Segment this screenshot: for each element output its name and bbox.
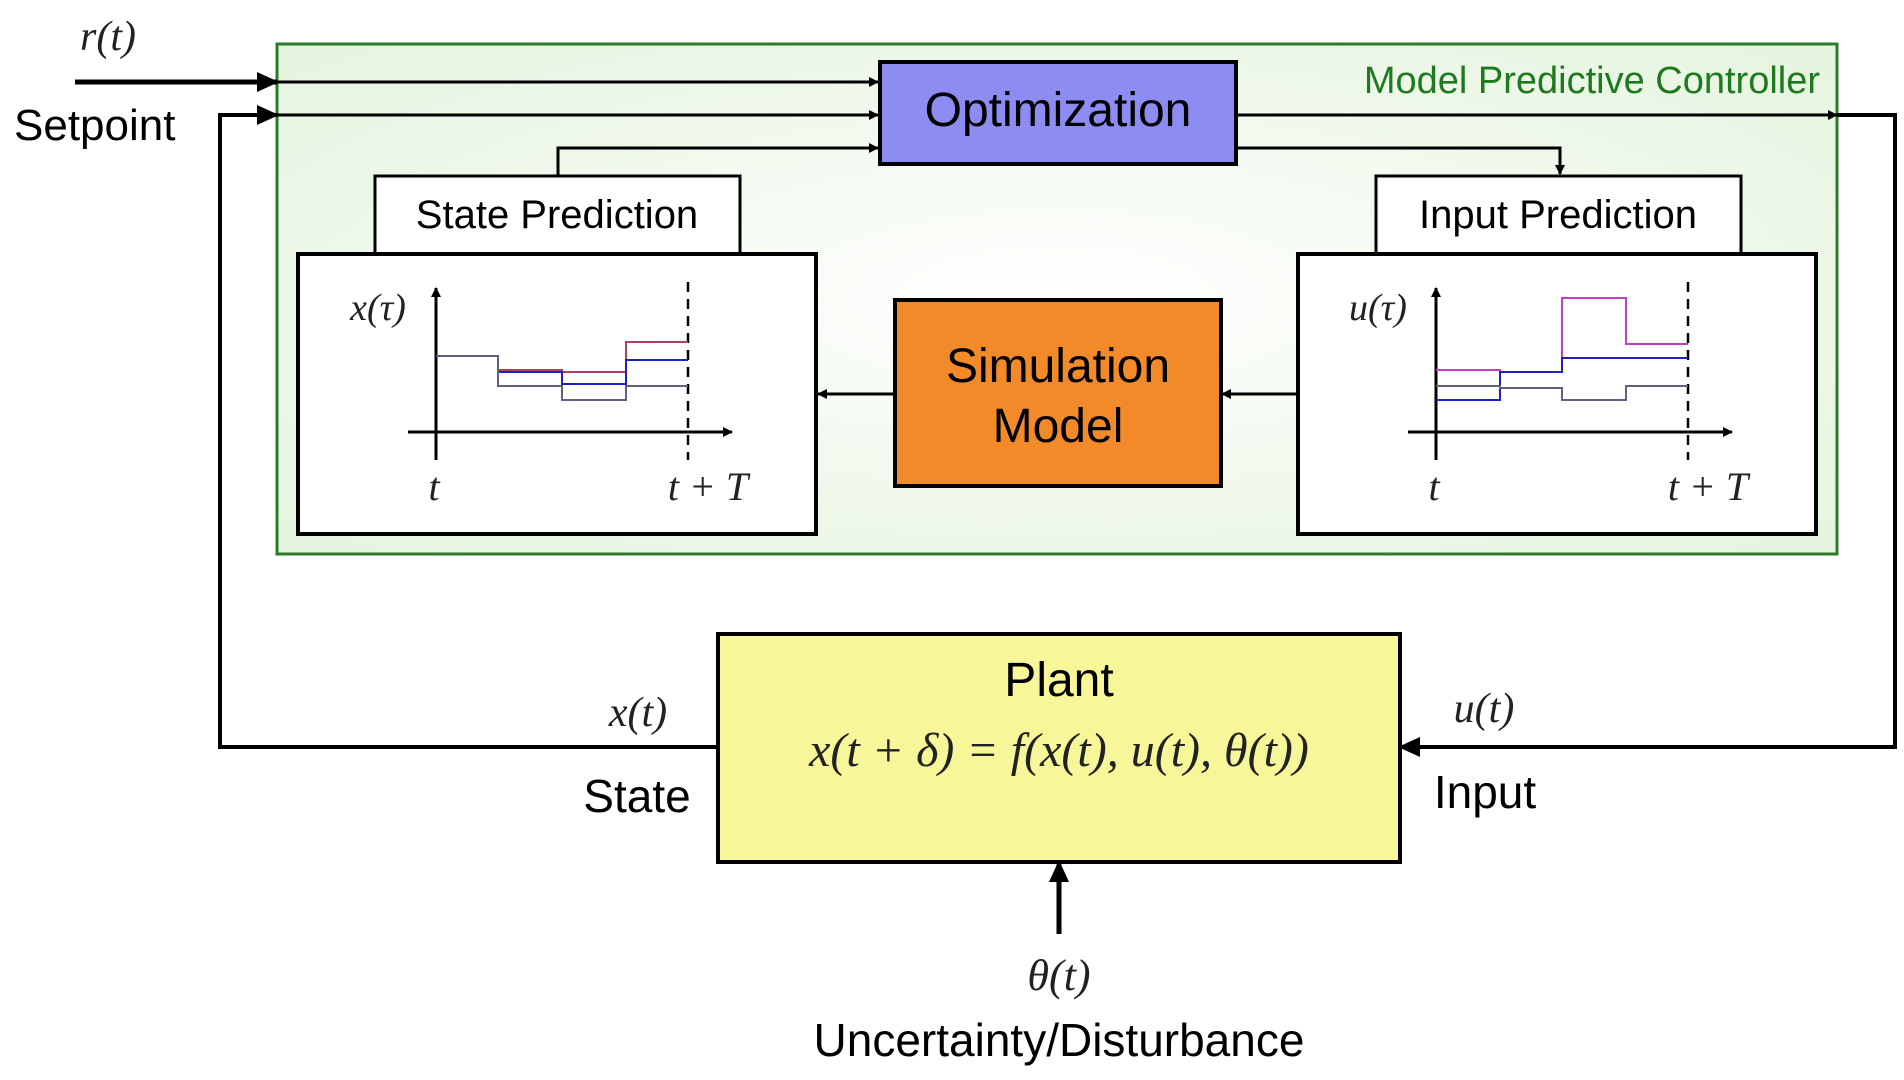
input-prediction-label: Input Prediction (1419, 193, 1697, 237)
simulation-label-line2: Model (993, 400, 1124, 453)
setpoint-symbol: r(t) (80, 14, 136, 60)
state-prediction-to-optimization-arrow (556, 143, 879, 176)
state-prediction-tab (373, 174, 742, 256)
input-trajectory-2 (1436, 357, 1688, 401)
input-t-start: t (1428, 464, 1440, 509)
disturbance-label: Uncertainty/Disturbance (814, 1014, 1305, 1066)
mpc-title: Model Predictive Controller (1364, 60, 1821, 102)
simulation-label-line1: Simulation (946, 340, 1170, 393)
state-label: State (583, 770, 690, 822)
state-prediction-plot (296, 252, 818, 536)
optimization-block (878, 60, 1238, 166)
input-trajectory-3 (1436, 385, 1688, 401)
input-line (1398, 113, 1897, 757)
input-label: Input (1434, 766, 1537, 818)
input-t-end: t + T (1668, 464, 1751, 509)
input-trajectory-1 (1436, 297, 1688, 373)
plant-title: Plant (1004, 654, 1113, 707)
optimization-to-input-prediction-arrow (1236, 146, 1565, 175)
input-symbol: u(t) (1454, 686, 1515, 732)
state-t-start: t (428, 464, 440, 509)
state-trajectory-3 (436, 355, 688, 401)
input-prediction-tab (1374, 174, 1743, 256)
input-ylabel: u(τ) (1349, 287, 1407, 329)
optimization-label: Optimization (925, 84, 1192, 137)
state-symbol: x(t) (608, 690, 667, 736)
plant-block (716, 632, 1402, 864)
plant-equation: x(t + δ) = f(x(t), u(t), θ(t)) (808, 724, 1309, 777)
input-prediction-plot (1296, 252, 1818, 536)
simulation-model-block (893, 298, 1223, 488)
setpoint-label: Setpoint (14, 101, 175, 150)
state-ylabel: x(τ) (349, 287, 406, 329)
disturbance-symbol: θ(t) (1027, 951, 1090, 1000)
state-t-end: t + T (668, 464, 751, 509)
state-feedback-line (218, 105, 718, 749)
state-prediction-label: State Prediction (416, 193, 698, 237)
